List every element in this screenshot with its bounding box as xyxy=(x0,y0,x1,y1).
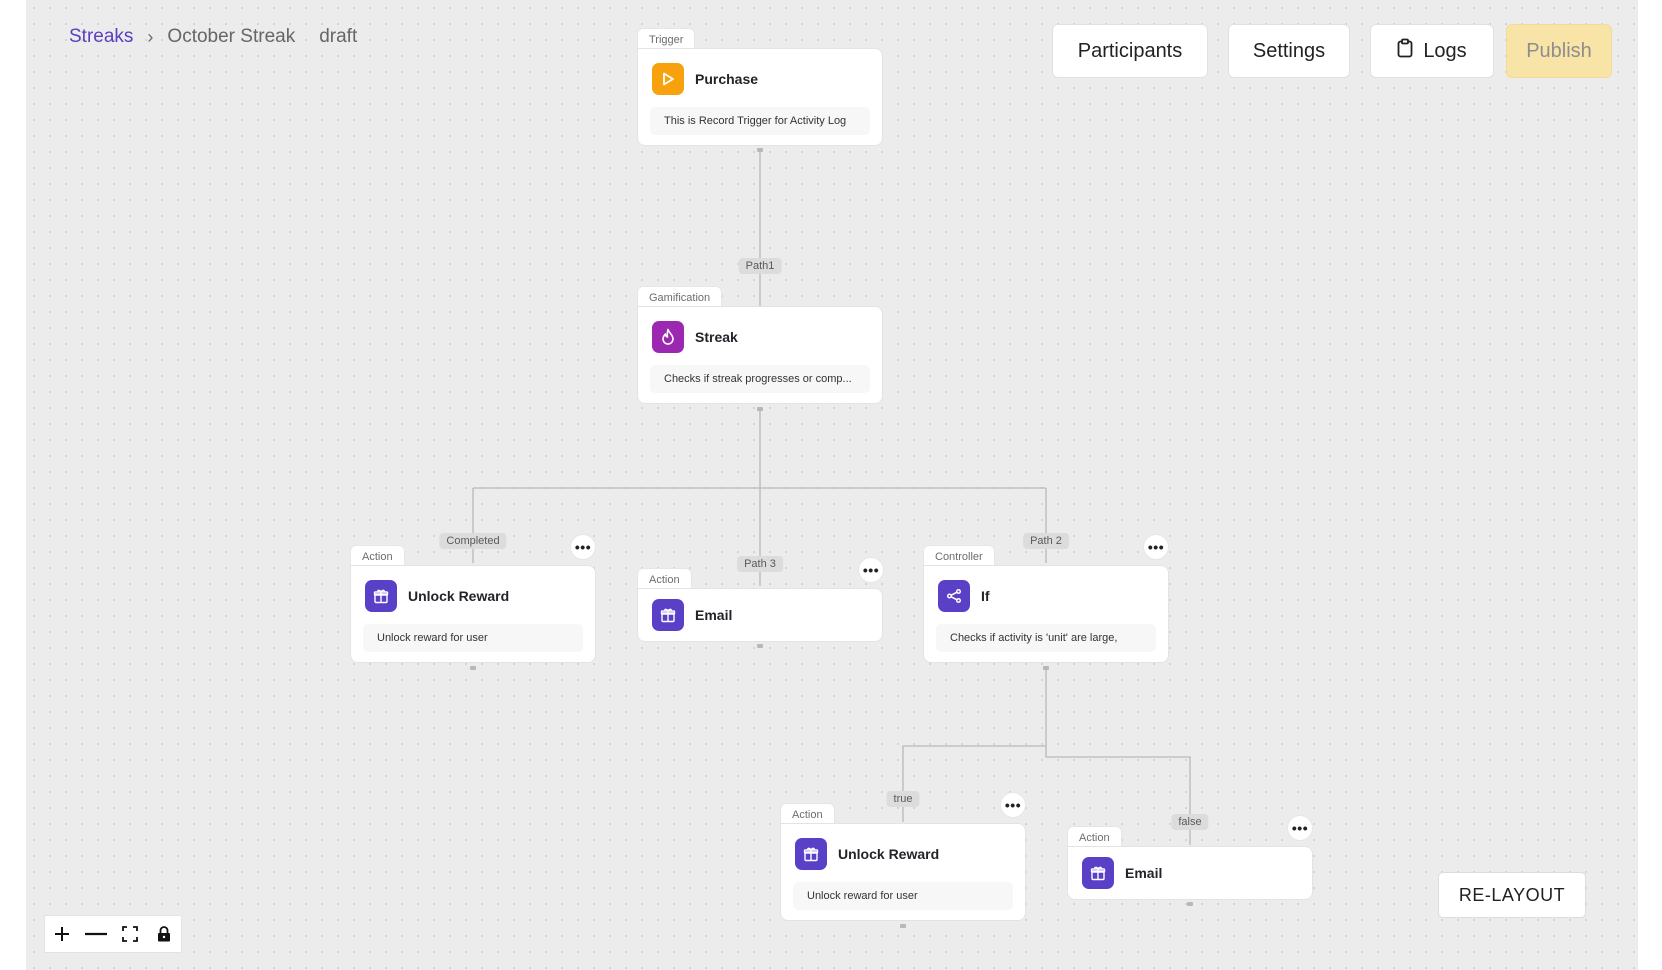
status-badge: draft xyxy=(319,26,358,47)
node-card[interactable]: Streak Checks if streak progresses or co… xyxy=(637,306,883,404)
lock-button[interactable] xyxy=(150,920,178,948)
node-card[interactable]: Unlock Reward Unlock reward for user xyxy=(780,823,1026,921)
node-tag: Action xyxy=(637,568,692,590)
more-options-button[interactable]: ••• xyxy=(1000,792,1026,818)
node-card[interactable]: Email xyxy=(1067,846,1313,900)
settings-button[interactable]: Settings xyxy=(1228,24,1350,78)
output-handle[interactable] xyxy=(757,644,763,648)
zoom-controls xyxy=(44,915,182,953)
breadcrumb: Streaks › October Streak draft xyxy=(69,26,357,48)
gift-icon xyxy=(652,599,684,631)
output-handle[interactable] xyxy=(1187,902,1193,906)
more-options-button[interactable]: ••• xyxy=(1143,534,1169,560)
re-layout-button[interactable]: RE-LAYOUT xyxy=(1438,872,1586,918)
edge-label-path1: Path1 xyxy=(738,258,782,274)
play-icon xyxy=(652,63,684,95)
node-tag: Trigger xyxy=(637,28,696,50)
edge-label-path2: Path 2 xyxy=(1023,533,1069,549)
fit-view-button[interactable] xyxy=(116,920,144,948)
node-title: If xyxy=(981,588,990,604)
node-title: Unlock Reward xyxy=(838,846,940,862)
node-title: Email xyxy=(695,607,733,623)
node-description: Unlock reward for user xyxy=(793,882,1013,910)
breadcrumb-streaks-link[interactable]: Streaks xyxy=(69,26,134,47)
more-options-button[interactable]: ••• xyxy=(1287,815,1313,841)
fit-view-icon xyxy=(122,926,138,942)
publish-label: Publish xyxy=(1526,39,1592,62)
output-handle[interactable] xyxy=(757,407,763,411)
node-title: Email xyxy=(1125,865,1163,881)
output-handle[interactable] xyxy=(900,924,906,928)
participants-button[interactable]: Participants xyxy=(1052,24,1208,78)
chevron-right-icon: › xyxy=(147,26,154,47)
node-title: Streak xyxy=(695,329,738,345)
breadcrumb-current: October Streak xyxy=(167,26,296,47)
node-card[interactable]: If Checks if activity is 'unit' are larg… xyxy=(923,565,1169,663)
zoom-in-button[interactable] xyxy=(48,920,76,948)
re-layout-label: RE-LAYOUT xyxy=(1458,884,1566,905)
edge-label-false: false xyxy=(1171,814,1209,830)
node-description: Checks if activity is 'unit' are large, xyxy=(936,624,1156,652)
more-options-button[interactable]: ••• xyxy=(858,557,884,583)
participants-label: Participants xyxy=(1077,39,1183,62)
branch-icon xyxy=(938,580,970,612)
workflow-canvas[interactable] xyxy=(26,0,1638,970)
minus-icon xyxy=(85,932,107,936)
output-handle[interactable] xyxy=(757,148,763,152)
node-description: Checks if streak progresses or comp... xyxy=(650,365,870,393)
flame-icon xyxy=(652,321,684,353)
node-tag: Gamification xyxy=(637,286,723,308)
node-description: Unlock reward for user xyxy=(363,624,583,652)
gift-icon xyxy=(1082,857,1114,889)
node-card[interactable]: Purchase This is Record Trigger for Acti… xyxy=(637,48,883,146)
edge-label-completed: Completed xyxy=(439,533,507,549)
gift-icon xyxy=(795,838,827,870)
logs-button[interactable]: Logs xyxy=(1370,24,1494,78)
more-options-button[interactable]: ••• xyxy=(570,534,596,560)
node-title: Purchase xyxy=(695,71,759,87)
node-card[interactable]: Email xyxy=(637,588,883,642)
publish-button[interactable]: Publish xyxy=(1506,24,1612,78)
node-card[interactable]: Unlock Reward Unlock reward for user xyxy=(350,565,596,663)
node-description: This is Record Trigger for Activity Log xyxy=(650,107,870,135)
output-handle[interactable] xyxy=(470,666,476,670)
node-title: Unlock Reward xyxy=(408,588,510,604)
logs-label: Logs xyxy=(1423,39,1467,62)
node-tag: Action xyxy=(350,545,405,567)
edge-label-true: true xyxy=(886,791,920,807)
gift-icon xyxy=(365,580,397,612)
lock-icon xyxy=(158,926,170,942)
settings-label: Settings xyxy=(1252,39,1326,62)
node-tag: Controller xyxy=(923,545,995,567)
clipboard-icon xyxy=(1397,38,1413,64)
node-tag: Action xyxy=(1067,826,1122,848)
plus-icon xyxy=(55,927,69,941)
output-handle[interactable] xyxy=(1043,666,1049,670)
node-tag: Action xyxy=(780,803,835,825)
zoom-out-button[interactable] xyxy=(82,920,110,948)
edge-label-path3: Path 3 xyxy=(737,556,783,572)
